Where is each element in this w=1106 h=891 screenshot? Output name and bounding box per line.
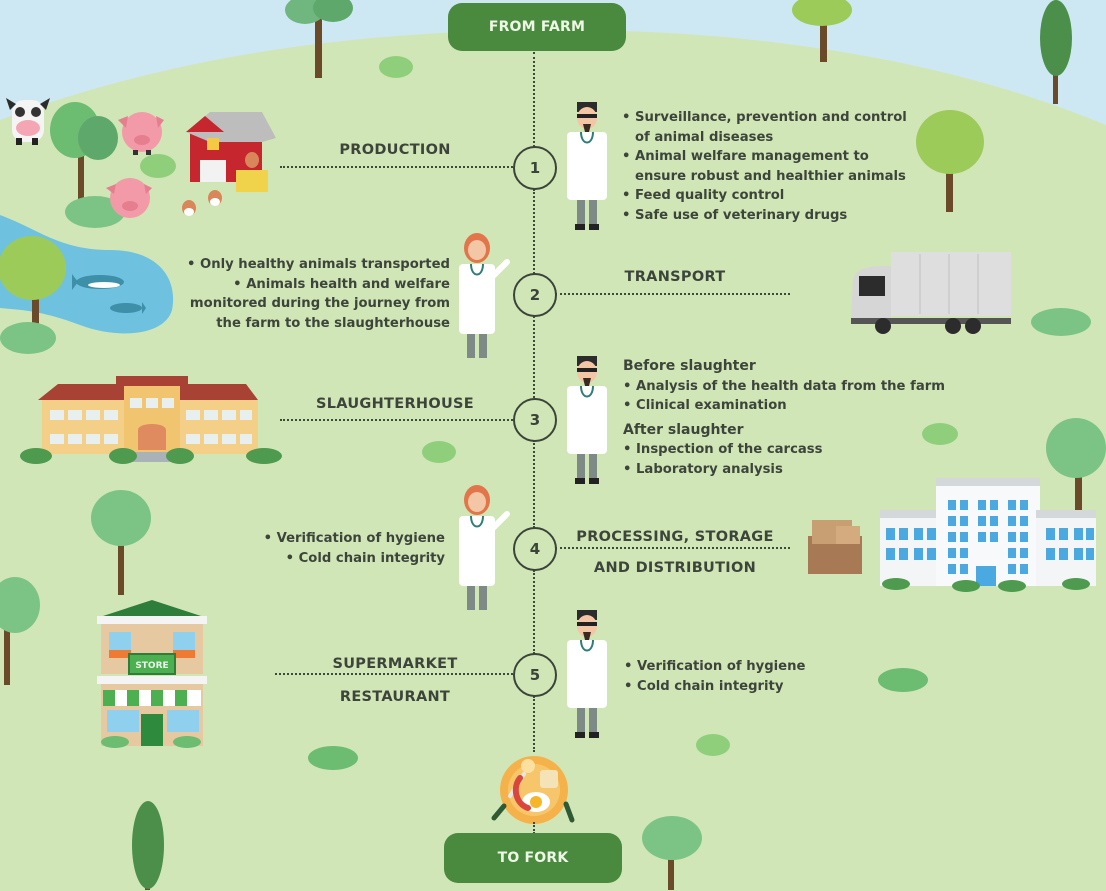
step-number-3: 3 (513, 398, 557, 442)
hill (0, 30, 1106, 891)
tree-icon (1046, 418, 1106, 515)
tree-icon (916, 110, 984, 212)
chicken-icon (182, 200, 196, 216)
plate-icon (491, 756, 575, 824)
stage-title-transport: TRANSPORT (624, 269, 726, 285)
after-slaughter-heading: After slaughter (623, 421, 744, 438)
chicken-icon (208, 190, 222, 206)
hay-icon (236, 170, 268, 192)
vet-female-icon (459, 485, 510, 610)
truck-icon (851, 252, 1011, 334)
stage-title-slaughterhouse: SLAUGHTERHOUSE (315, 396, 474, 412)
bush-icon (140, 154, 176, 178)
stage-title-processing: PROCESSING, STORAGE AND DISTRIBUTION (576, 529, 774, 576)
tree-icon (0, 577, 40, 685)
tree-icon (285, 0, 353, 78)
timeline-connector (533, 570, 535, 654)
tree-icon (91, 490, 151, 595)
vet-male-icon (567, 102, 607, 230)
fish-icon (110, 302, 146, 314)
bush-icon (0, 322, 56, 354)
bush-icon (379, 56, 413, 78)
chicken-icon (245, 152, 259, 168)
cow-icon (6, 98, 50, 145)
slaughterhouse-building-icon (20, 376, 282, 464)
processing-illustration (808, 478, 1096, 592)
fish-icon (72, 274, 124, 290)
bush-icon (1031, 308, 1091, 336)
slaughterhouse-notes: Before slaughter • Analysis of the healt… (623, 358, 945, 477)
tree-icon (0, 236, 66, 330)
bush-icon (65, 196, 125, 228)
transport-notes: • Only healthy animals transported • Ani… (186, 257, 450, 331)
tree-icon (132, 801, 164, 890)
store-sign: STORE (135, 661, 168, 671)
vet-female-icon (459, 233, 510, 358)
tree-icon (792, 0, 852, 62)
store-icon: STORE (97, 600, 207, 748)
tree-icon (1040, 0, 1072, 104)
timeline-connector (533, 189, 535, 274)
retail-notes: • Verification of hygiene • Cold chain i… (624, 659, 806, 694)
step-number-2: 2 (513, 273, 557, 317)
stage-title-production: PRODUCTION (339, 142, 451, 158)
step-number-4: 4 (513, 527, 557, 571)
stage-connector (555, 547, 790, 549)
pond-illustration (0, 215, 174, 354)
timeline-connector (533, 696, 535, 752)
bush-icon (878, 668, 928, 692)
pig-icon (118, 112, 164, 155)
production-notes: • Surveillance, prevention and control o… (622, 110, 907, 223)
farm-illustration (6, 98, 276, 228)
stage-connector (280, 166, 513, 168)
tree-icon (50, 102, 118, 205)
step-number-5: 5 (513, 653, 557, 697)
stage-title-retail: SUPERMARKET RESTAURANT (332, 656, 458, 705)
processing-notes: • Verification of hygiene • Cold chain i… (263, 531, 445, 566)
stage-connector (280, 419, 513, 421)
building-icon (880, 478, 1096, 592)
tree-icon (642, 816, 702, 890)
bush-icon (696, 734, 730, 756)
before-slaughter-heading: Before slaughter (623, 358, 756, 374)
vet-male-icon (567, 356, 607, 484)
from-farm-banner: FROM FARM (448, 3, 626, 51)
stage-connector (275, 673, 513, 675)
timeline-connector (533, 52, 535, 147)
step-number-1: 1 (513, 146, 557, 190)
timeline-connector (533, 316, 535, 398)
timeline-connector (533, 822, 535, 834)
bush-icon (922, 423, 958, 445)
bush-icon (422, 441, 456, 463)
stage-connector (555, 293, 790, 295)
boxes-icon (808, 520, 862, 574)
pig-icon (106, 178, 152, 218)
vet-male-icon (567, 610, 607, 738)
timeline-connector (533, 440, 535, 528)
bush-icon (308, 746, 358, 770)
to-fork-banner: TO FORK (444, 833, 622, 883)
